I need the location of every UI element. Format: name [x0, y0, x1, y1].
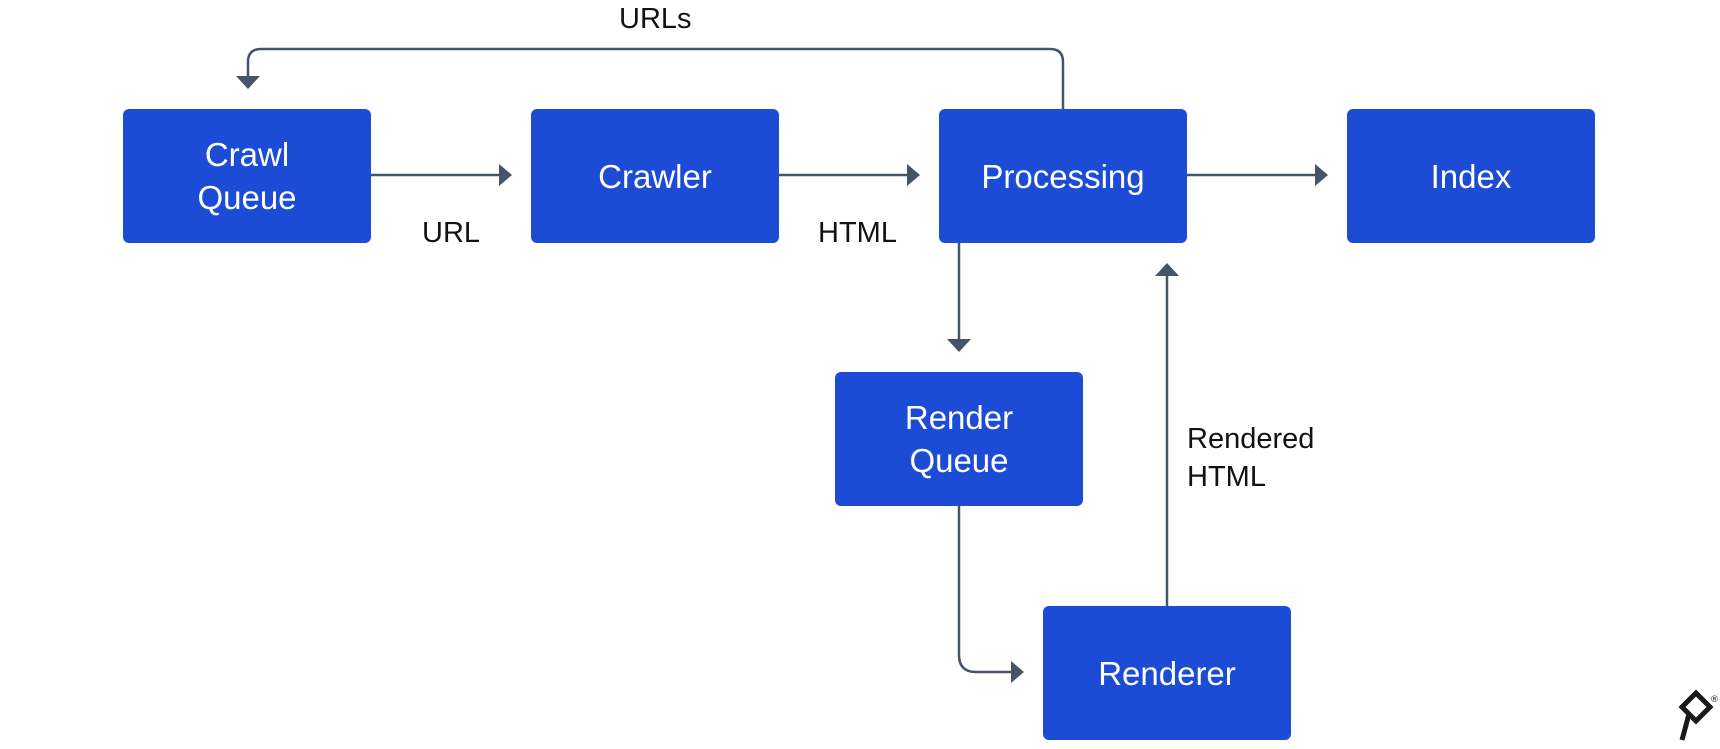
node-index: Index — [1347, 109, 1595, 243]
node-renderer: Renderer — [1043, 606, 1291, 740]
edge-render-queue-to-renderer — [957, 506, 1012, 674]
arrowhead-renderer — [1011, 661, 1024, 683]
registered-mark: ® — [1710, 695, 1719, 705]
toptal-logo-mark: ® — [1678, 689, 1719, 741]
node-crawler: Crawler — [531, 109, 779, 243]
node-crawler-label: Crawler — [598, 157, 712, 195]
arrowhead-crawl-queue — [236, 76, 260, 89]
edge-label-rendered-html: Rendered HTML — [1187, 420, 1314, 496]
edge-label-rendered-html-line-1: Rendered — [1187, 423, 1315, 455]
edge-label-rendered-html-line-2: HTML — [1187, 461, 1266, 493]
edge-label-urls: URLs — [619, 3, 692, 35]
node-processing: Processing — [939, 109, 1187, 243]
arrowhead-index — [1315, 164, 1328, 186]
toptal-logo-icon: ® — [1676, 689, 1720, 744]
arrowhead-processing-up — [1155, 263, 1179, 276]
node-render-queue-line-1: Render — [904, 399, 1014, 436]
edge-label-url: URL — [422, 217, 481, 249]
arrowhead-crawler — [499, 164, 512, 186]
arrowhead-render-queue — [947, 339, 971, 352]
node-crawl-queue-line-1: Crawl — [204, 136, 290, 173]
node-crawl-queue-line-2: Queue — [197, 179, 297, 216]
node-processing-label: Processing — [981, 157, 1145, 195]
edge-processing-to-crawl-queue — [246, 47, 1065, 109]
node-render-queue: Render Queue — [835, 372, 1083, 506]
node-crawl-queue: Crawl Queue — [123, 109, 371, 243]
node-index-label: Index — [1430, 157, 1512, 195]
node-renderer-label: Renderer — [1098, 654, 1236, 692]
edge-label-html: HTML — [818, 217, 897, 249]
node-render-queue-line-2: Queue — [909, 442, 1009, 479]
arrowhead-processing — [907, 164, 920, 186]
